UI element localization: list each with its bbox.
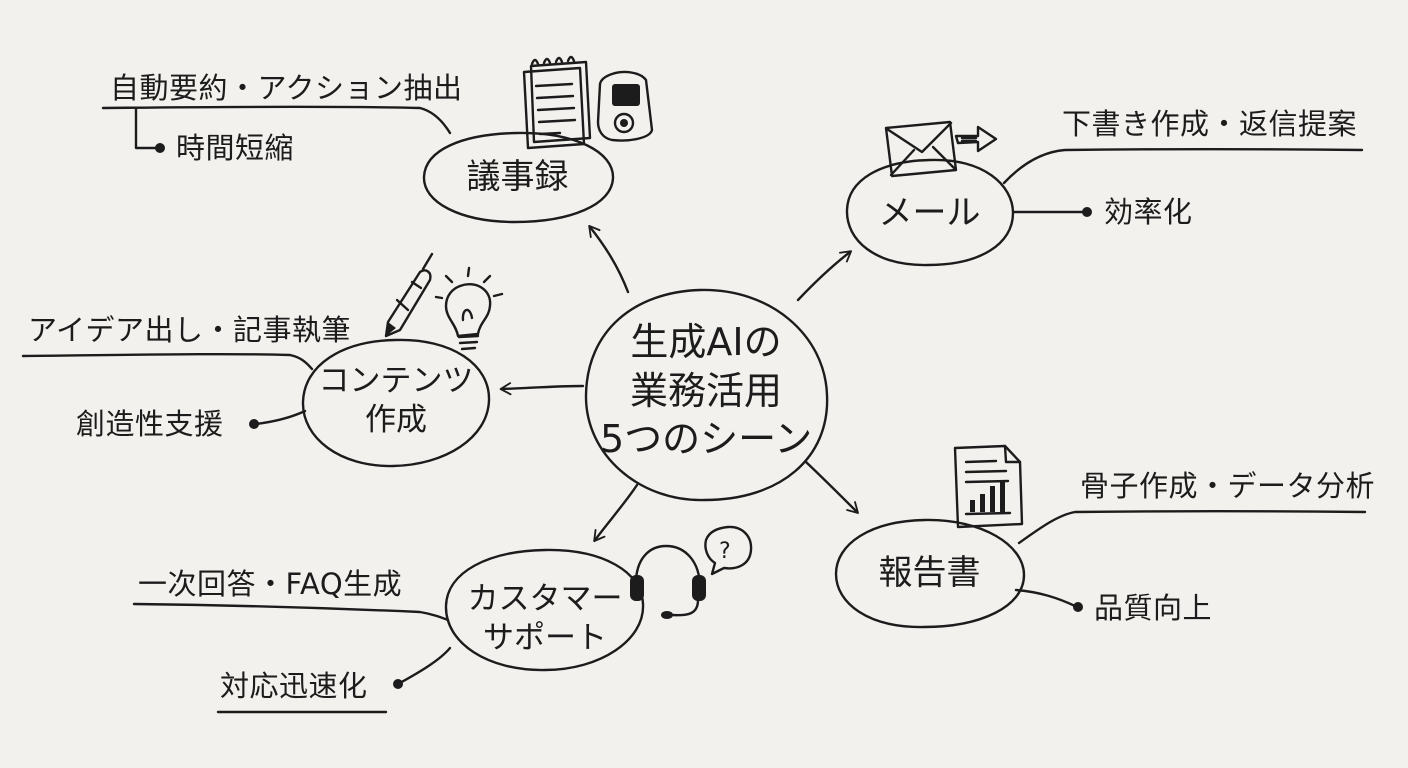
center-title-line-1: 生成AIの: [630, 320, 782, 364]
email-node-label: メール: [878, 193, 981, 233]
content-node-line-1: コンテンツ: [318, 363, 474, 399]
minutes-sub-label: 時間短縮: [176, 131, 295, 165]
content-sub-line: [254, 409, 307, 426]
minutes-node-label: 議事録: [466, 157, 569, 197]
support-node-label: カスタマー サポート: [456, 580, 634, 658]
center-circle: [584, 288, 829, 502]
content-detail-line: [21, 352, 314, 371]
email-detail-line: [1002, 148, 1364, 185]
report-sub-dot: [1073, 602, 1083, 612]
voice-recorder-icon: [596, 70, 654, 142]
report-node-label: 報告書: [878, 553, 981, 593]
minutes-sub-line: [134, 106, 160, 150]
content-sub-label: 創造性支援: [76, 407, 224, 441]
content-node-line-2: 作成: [365, 401, 427, 438]
arrow-to-report: [804, 460, 859, 514]
email-detail-label: 下書き作成・返信提案: [1062, 107, 1358, 141]
content-sub-dot: [249, 419, 259, 429]
pen-icon: [384, 252, 434, 338]
envelope-send-icon: [884, 120, 998, 178]
center-title-line-3: 5つのシーン: [600, 417, 813, 462]
arrow-to-email: [796, 250, 853, 302]
report-chart-icon: [953, 444, 1024, 529]
notepad-icon: [522, 55, 592, 150]
email-sub-label: 効率化: [1104, 195, 1193, 229]
report-sub-line: [1014, 588, 1077, 608]
content-node-label: コンテンツ 作成: [310, 362, 482, 440]
center-title-line-2: 業務活用: [629, 368, 782, 413]
question-bubble-icon: ?: [704, 525, 753, 576]
arrow-to-minutes: [588, 224, 630, 294]
content-detail-label: アイデア出し・記事執筆: [28, 313, 352, 347]
support-detail-line: [132, 602, 450, 622]
minutes-sub-dot: [155, 143, 165, 153]
support-node-line-1: カスタマー: [467, 581, 623, 617]
email-node-outline: [845, 158, 1015, 267]
report-detail-line: [1017, 510, 1367, 545]
arrow-to-support: [593, 483, 639, 543]
support-sub-label: 対応迅速化: [220, 669, 368, 703]
report-node-outline: [834, 518, 1026, 629]
question-mark-text: ?: [719, 539, 731, 564]
lightbulb-icon: [434, 266, 504, 351]
support-detail-label: 一次回答・FAQ生成: [138, 567, 403, 601]
minutes-detail-label: 自動要約・アクション抽出: [110, 71, 463, 105]
support-node-line-2: サポート: [483, 619, 607, 656]
minutes-node-outline: [422, 131, 615, 224]
support-sub-dot: [393, 679, 403, 689]
report-sub-label: 品質向上: [1094, 591, 1213, 625]
email-sub-dot: [1082, 207, 1092, 217]
content-node-outline: [301, 338, 491, 468]
minutes-detail-line: [101, 105, 452, 135]
center-title: 生成AIの 業務活用 5つのシーン: [600, 318, 812, 464]
report-detail-label: 骨子作成・データ分析: [1080, 469, 1376, 503]
arrow-to-content: [499, 382, 585, 396]
headset-icon: [630, 544, 706, 619]
support-sub-line: [396, 646, 452, 686]
